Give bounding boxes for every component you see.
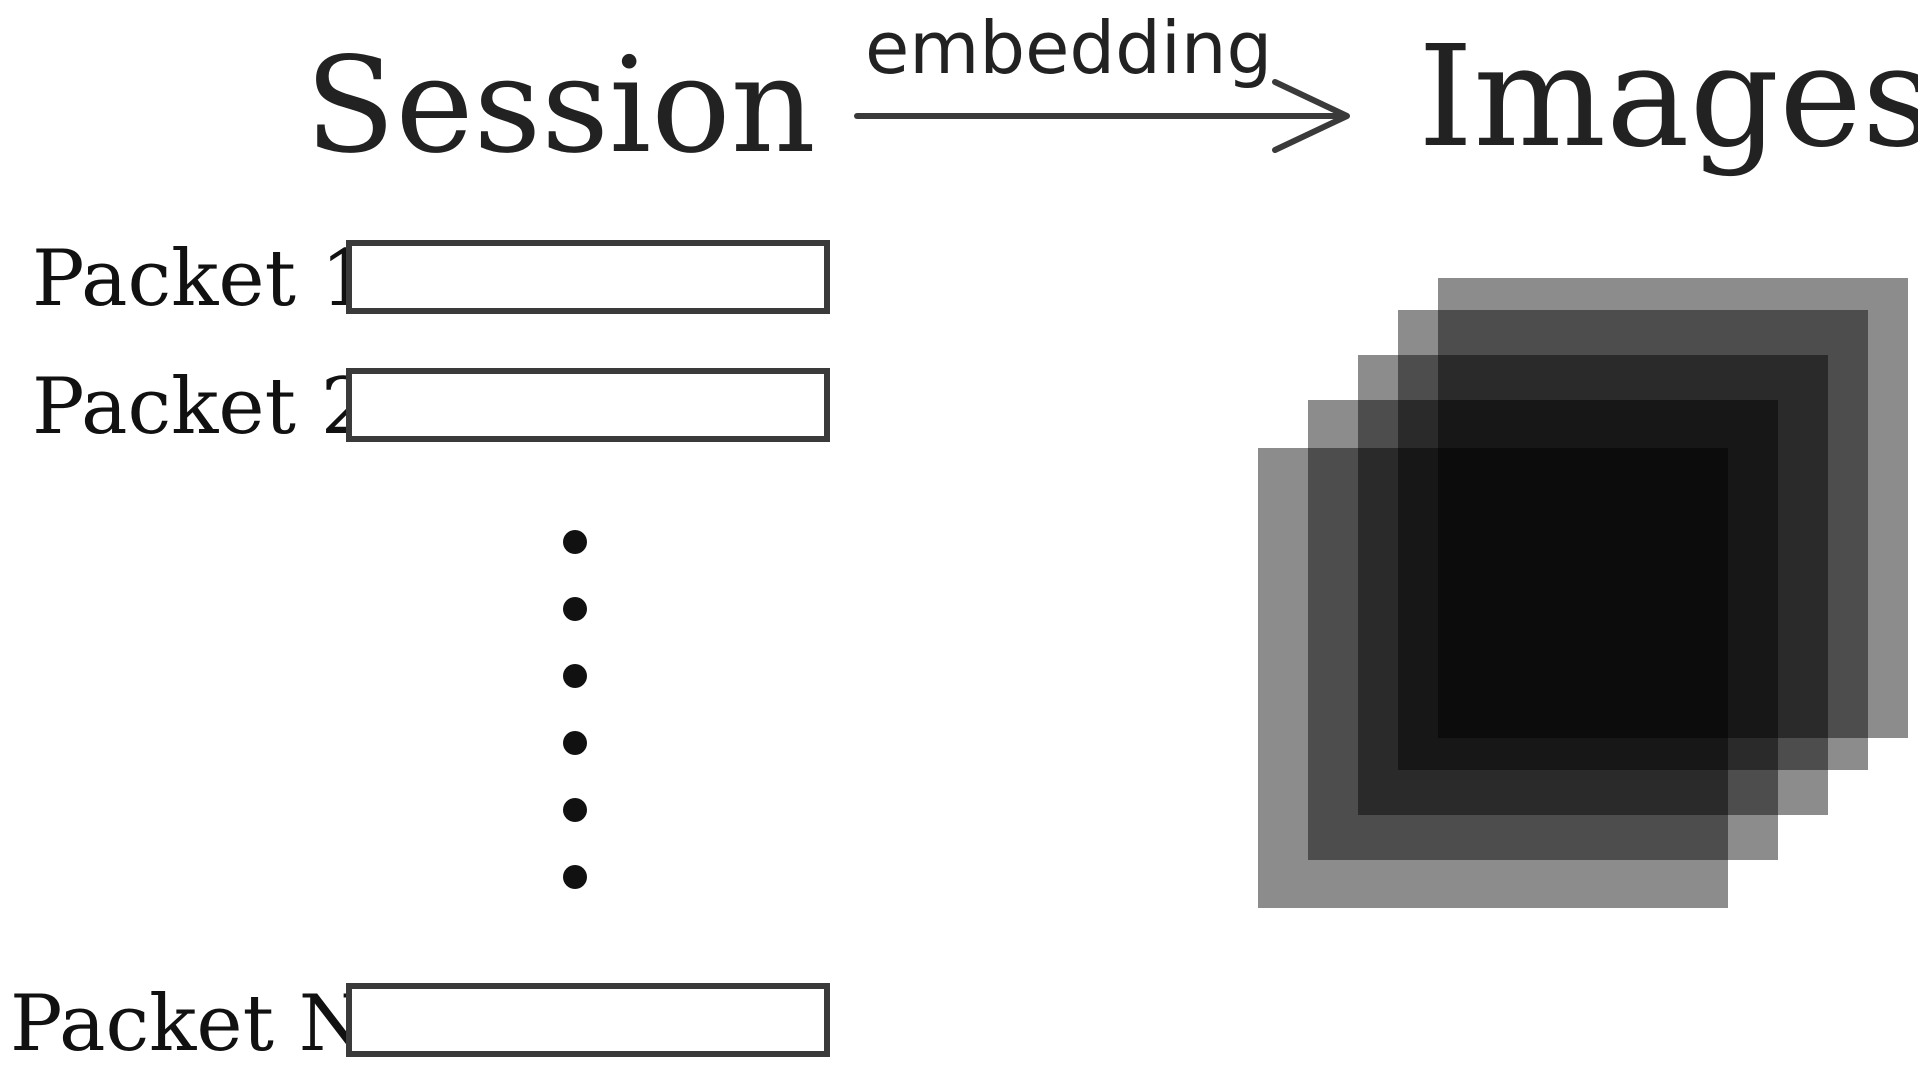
packet-label-n: Packet N [10,979,367,1069]
session-title: Session [305,29,816,183]
image-layer [1358,355,1828,815]
ellipsis-dot [563,798,587,822]
packet-box-n [346,983,830,1057]
ellipsis-dot [563,597,587,621]
ellipsis-dot [563,664,587,688]
packet-label-2: Packet 2 [32,362,371,452]
ellipsis-dot [563,865,587,889]
image-layer [1258,448,1728,908]
images-title: Images [1418,16,1918,179]
image-layer [1308,400,1778,860]
ellipsis-dot [563,530,587,554]
image-layer [1438,278,1908,738]
packet-box-2 [346,368,830,442]
packet-label-1: Packet 1 [32,234,371,324]
right-arrow-icon [854,79,1350,153]
packet-box-1 [346,240,830,314]
embedding-label: embedding [865,6,1273,90]
image-layer [1398,310,1868,770]
ellipsis-dot [563,731,587,755]
